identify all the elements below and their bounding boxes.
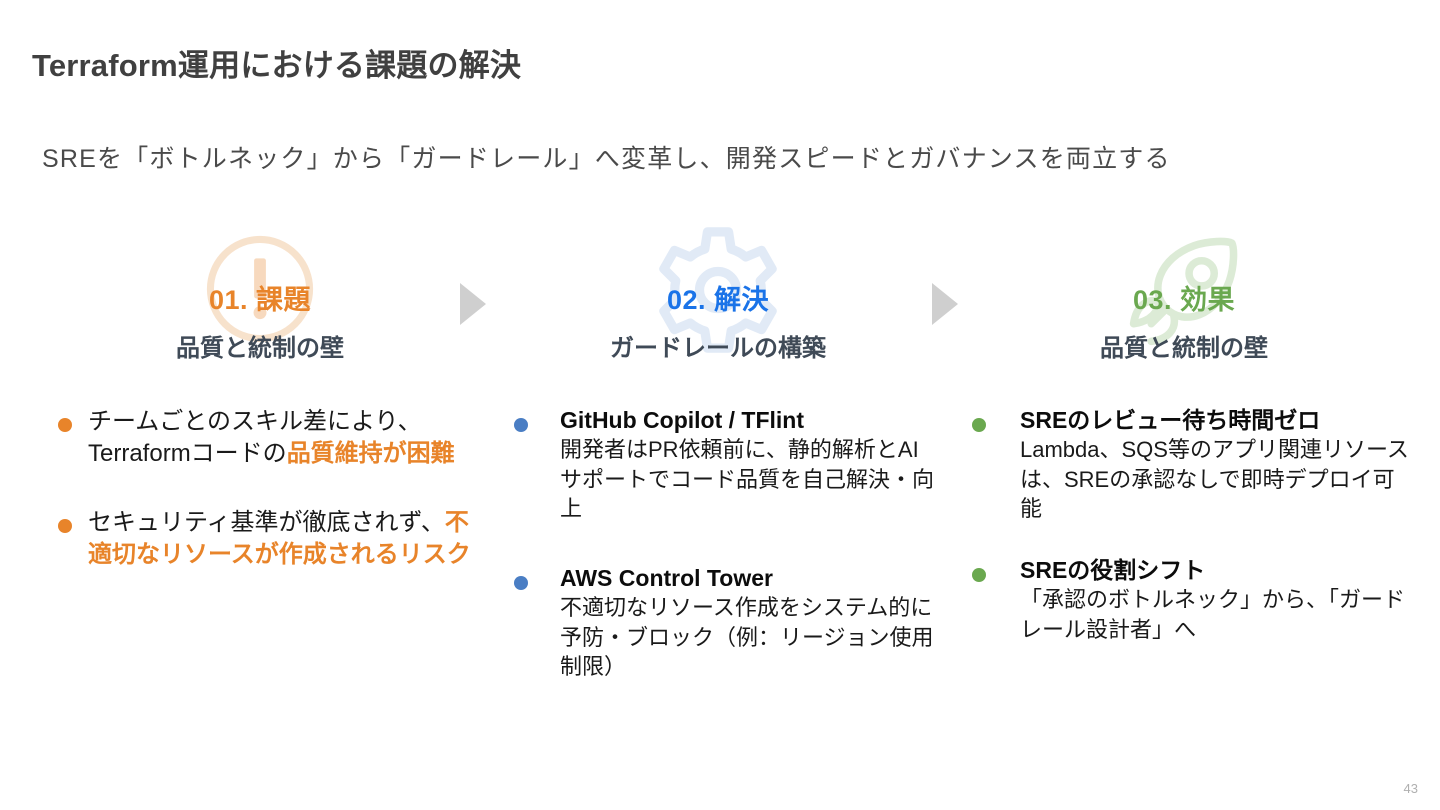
bullet-body: 開発者はPR依頼前に、静的解析とAIサポートでコード品質を自己解決・向上: [560, 437, 935, 522]
bullet-text-highlight: 品質維持が困難: [286, 439, 455, 467]
step-subtitle-02: ガードレールの構築: [610, 335, 826, 362]
column-challenge: 01. 課題 品質と統制の壁 チームごとのスキル差により、Terraformコー…: [30, 228, 490, 568]
bullet-body: 不適切なリソース作成をシステム的に予防・ブロック（例：リージョン使用制限）: [560, 595, 934, 680]
bullet-dot-icon: [58, 418, 72, 432]
page-number: 43: [1403, 781, 1418, 796]
bullet-dot-icon: [58, 519, 72, 534]
arrow-step-2-to-3-icon: [932, 283, 958, 325]
bullet-heading: SREの役割シフト: [1020, 556, 1206, 583]
bullet-dot-icon: [972, 418, 986, 432]
step-number-03: 03. 効果: [1132, 285, 1236, 315]
arrow-step-1-to-2-icon: [460, 283, 486, 325]
bullet-heading: SREのレビュー待ち時間ゼロ: [1020, 407, 1321, 433]
bullet-body: チームごとのスキル差により、Terraformコードの品質維持が困難: [88, 406, 490, 469]
page-subtitle: SREを「ボトルネック」から「ガードレール」へ変革し、開発スピードとガバナンスを…: [42, 145, 1171, 173]
bullet-heading: AWS Control Tower: [560, 564, 773, 591]
bullet-body: セキュリティ基準が徹底されず、不適切なリソースが作成されるリスク: [88, 507, 490, 570]
bullet-heading: GitHub Copilot / TFlint: [560, 407, 804, 433]
column-header-effect: 03. 効果 品質と統制の壁: [958, 228, 1410, 378]
step-number-02: 02. 解決: [666, 285, 770, 315]
three-column-layout: 01. 課題 品質と統制の壁 チームごとのスキル差により、Terraformコー…: [0, 227, 1440, 788]
bullet-list-challenge: チームごとのスキル差により、Terraformコードの品質維持が困難 セキュリテ…: [30, 406, 490, 597]
page-title: Terraform運用における課題の解決: [32, 48, 522, 83]
bullet-dot-icon: [514, 575, 528, 590]
step-subtitle-01: 品質と統制の壁: [176, 335, 344, 362]
step-subtitle-03: 品質と統制の壁: [1100, 335, 1268, 362]
bullet-dot-icon: [972, 567, 986, 582]
bullet-list-solution: GitHub Copilot / TFlint 開発者はPR依頼前に、静的解析と…: [498, 406, 938, 722]
bullet-body: 「承認のボトルネック」から、「ガードレール設計者」へ: [1020, 587, 1406, 642]
list-item: チームごとのスキル差により、Terraformコードの品質維持が困難: [30, 406, 490, 469]
bullet-text-highlight: 不適切なリソースが作成されるリスク: [88, 509, 471, 569]
column-header-solution: 02. 解決 ガードレールの構築: [498, 227, 938, 378]
step-number-01: 01. 課題: [208, 285, 312, 315]
list-item: セキュリティ基準が徹底されず、不適切なリソースが作成されるリスク: [30, 507, 490, 570]
list-item: SREの役割シフト 「承認のボトルネック」から、「ガードレール設計者」へ: [958, 556, 1410, 644]
list-item: SREのレビュー待ち時間ゼロ Lambda、SQS等のアプリ関連リソースは、SR…: [958, 406, 1410, 524]
bullet-body: Lambda、SQS等のアプリ関連リソースは、SREの承認なしで即時デプロイ可能: [1020, 437, 1409, 522]
column-solution: 02. 解決 ガードレールの構築 GitHub Copilot / TFlint…: [498, 227, 938, 679]
bullet-dot-icon: [514, 418, 528, 432]
list-item: AWS Control Tower 不適切なリソース作成をシステム的に予防・ブロ…: [498, 564, 938, 682]
bullet-list-effect: SREのレビュー待ち時間ゼロ Lambda、SQS等のアプリ関連リソースは、SR…: [958, 406, 1410, 676]
bullet-text-plain: セキュリティ基準が徹底されず、: [88, 509, 445, 537]
list-item: GitHub Copilot / TFlint 開発者はPR依頼前に、静的解析と…: [498, 406, 938, 524]
bullet-text-plain: チームごとのスキル差により、Terraformコードの: [88, 408, 422, 467]
column-header-challenge: 01. 課題 品質と統制の壁: [30, 228, 490, 378]
column-effect: 03. 効果 品質と統制の壁 SREのレビュー待ち時間ゼロ Lambda、SQS…: [958, 228, 1410, 642]
